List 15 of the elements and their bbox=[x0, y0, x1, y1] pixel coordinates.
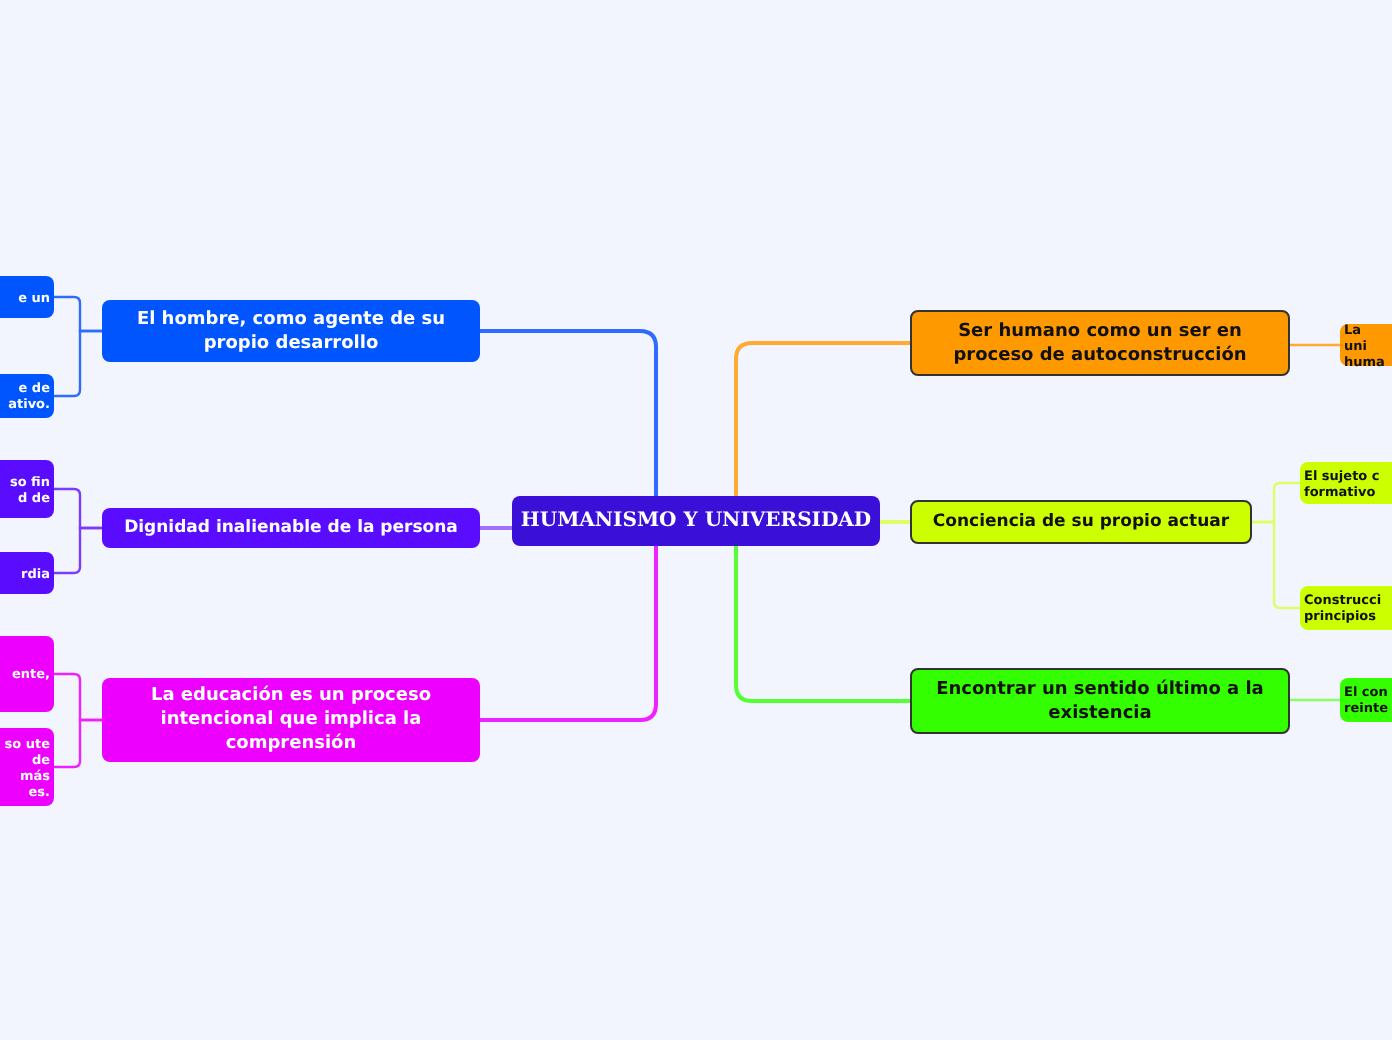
topic-box: El hombre, como agente de su propio desarrollo bbox=[102, 300, 480, 362]
connector-line bbox=[480, 329, 658, 496]
topic-box: Ser humano como un ser en proceso de autoconstrucción bbox=[910, 310, 1290, 376]
topic-box: Conciencia de su propio actuar bbox=[910, 500, 1252, 544]
topic-box: Encontrar un sentido último a la existencia bbox=[910, 668, 1290, 734]
connector-line bbox=[1290, 343, 1340, 347]
central-topic-box: HUMANISMO Y UNIVERSIDAD bbox=[512, 496, 880, 546]
connector-line bbox=[880, 520, 910, 524]
connector-line bbox=[480, 526, 512, 530]
connector-line bbox=[734, 341, 910, 496]
connector-line bbox=[734, 546, 910, 703]
topic-box: La educación es un proceso intencional que implica la comprensión bbox=[102, 678, 480, 762]
connector-line bbox=[480, 546, 658, 722]
connector-line bbox=[1290, 698, 1340, 702]
topic-box: Dignidad inalienable de la persona bbox=[102, 508, 480, 548]
